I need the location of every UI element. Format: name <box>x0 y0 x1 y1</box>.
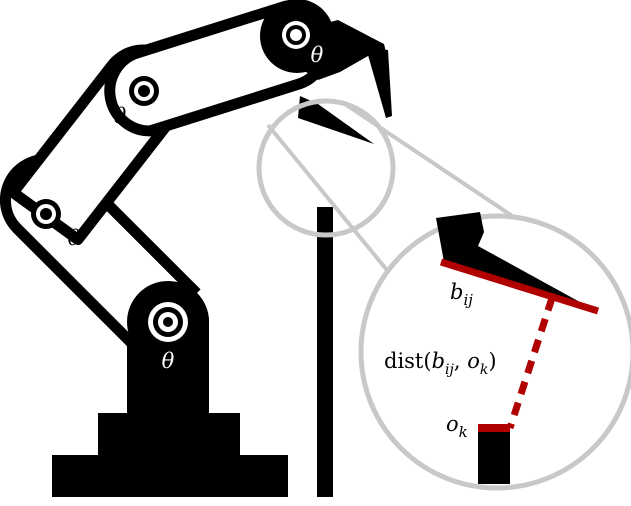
joint-markers <box>31 21 310 342</box>
segment-label-subscript: ij <box>463 291 473 309</box>
joint-angle-label-wrist: θ <box>311 43 324 67</box>
distance-label-o-sub: k <box>480 362 488 378</box>
zoom-content <box>436 212 600 484</box>
zoomed-obstacle <box>478 426 510 484</box>
segment-highlight <box>439 258 600 315</box>
magnifier-zoom-circle <box>358 213 631 491</box>
base-tier-middle <box>98 413 240 457</box>
obstacle-label-subscript: k <box>459 423 468 441</box>
obstacle-label-main: o <box>446 412 459 436</box>
distance-label-o: o <box>467 349 480 373</box>
joint-base <box>148 302 188 342</box>
joint-shoulder <box>129 76 159 106</box>
distance-label-b-sub: ij <box>445 362 454 378</box>
obstacle-post <box>317 207 333 497</box>
gripper-body <box>300 20 386 80</box>
joint-wrist <box>282 21 310 49</box>
gripper-finger-lower <box>298 96 374 144</box>
magnifier-lens <box>256 98 631 491</box>
gripper-finger-upper <box>366 48 392 118</box>
joint-elbow <box>31 199 61 229</box>
magnifier-source-circle <box>256 98 396 238</box>
distance-dashed-line <box>506 296 556 430</box>
segment-label: bij <box>450 280 473 309</box>
joint-angle-label-elbow: θ <box>68 226 81 250</box>
base-tier-bottom <box>52 455 288 497</box>
joint-angle-label-base: θ <box>162 349 175 373</box>
distance-label-b: b <box>432 349 445 373</box>
joint-angle-label-shoulder: θ <box>114 104 127 128</box>
magnifier-connector-left <box>266 123 402 288</box>
obstacle-highlight <box>478 424 510 432</box>
obstacle-label: ok <box>446 412 468 441</box>
gripper <box>260 0 392 144</box>
segment-label-main: b <box>450 280 463 304</box>
zoomed-gripper-finger <box>436 212 598 312</box>
